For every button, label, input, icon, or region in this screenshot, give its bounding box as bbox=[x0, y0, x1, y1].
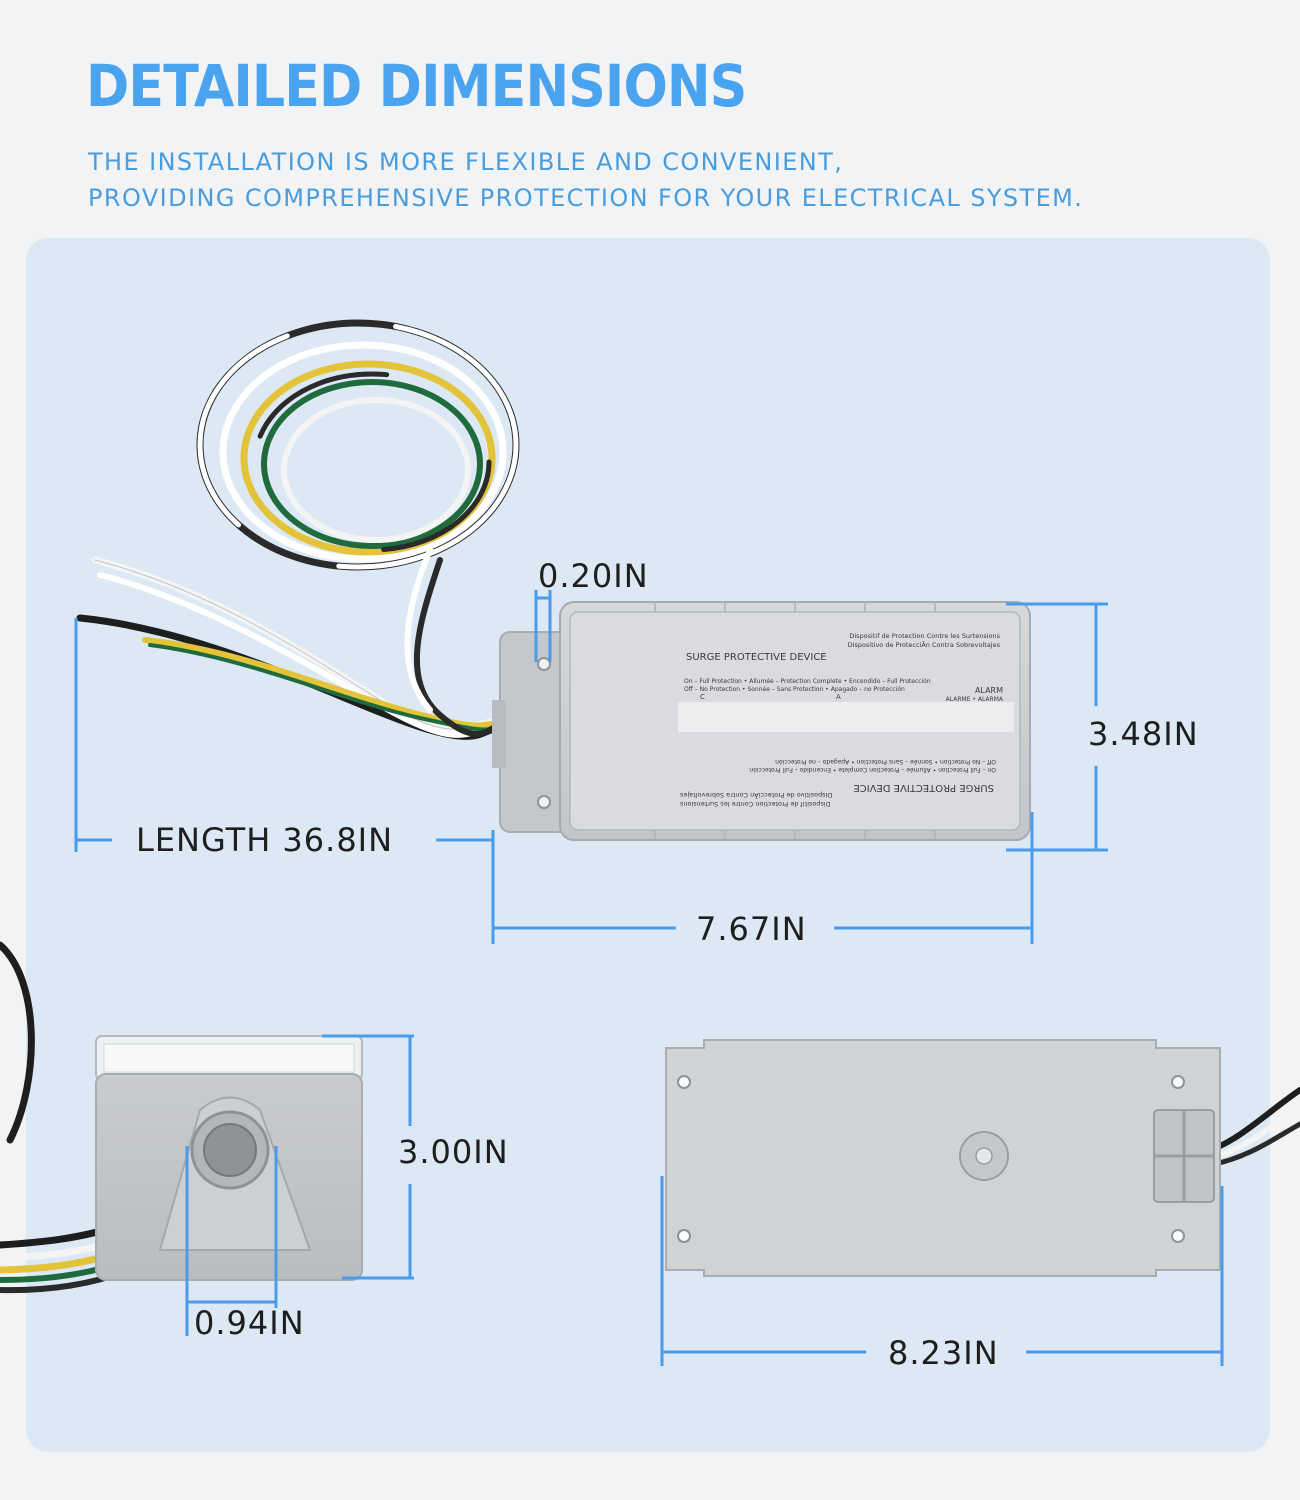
wire-coil bbox=[196, 319, 520, 571]
device-alarm: ALARM bbox=[975, 686, 1003, 695]
device-spanish-name-inverted: Dispositivo de ProtecciÃn Contra Sobrevo… bbox=[679, 791, 832, 800]
device-title: SURGE PROTECTIVE DEVICE bbox=[686, 652, 827, 663]
conduit-width-label: 0.94IN bbox=[194, 1304, 305, 1342]
body-height-label: 3.48IN bbox=[1088, 715, 1199, 753]
surge-device-top: SURGE PROTECTIVE DEVICE Dispositif de Pr… bbox=[492, 601, 1031, 841]
device-status-off-inverted: Off – No Protection • Sonnée – Sans Prot… bbox=[775, 758, 996, 765]
subtitle-line-2: PROVIDING COMPREHENSIVE PROTECTION FOR Y… bbox=[88, 184, 1084, 212]
device-phase-a: A bbox=[836, 693, 841, 701]
side-height-dimension bbox=[322, 1034, 414, 1280]
mount-tab-label: 0.20IN bbox=[538, 557, 649, 595]
device-title-inverted: SURGE PROTECTIVE DEVICE bbox=[853, 782, 994, 793]
cable-length-dimension bbox=[74, 618, 492, 852]
surge-device-back bbox=[665, 1039, 1221, 1277]
subtitle-line-1: THE INSTALLATION IS MORE FLEXIBLE AND CO… bbox=[88, 148, 844, 176]
body-length-label: 7.67IN bbox=[696, 910, 807, 948]
body-length-dimension bbox=[491, 812, 1034, 944]
device-status-on-inverted: On – Full Protection • Allumée – Protect… bbox=[749, 766, 996, 773]
conduit-width-dimension bbox=[185, 1146, 278, 1336]
body-height-dimension bbox=[1006, 602, 1108, 852]
device-french-name: Dispositif de Protection Contre les Surt… bbox=[849, 632, 1000, 640]
device-status-off: Off – No Protection • Sonnée – Sans Prot… bbox=[684, 686, 905, 693]
cable-length-label: LENGTH 36.8IN bbox=[136, 821, 394, 859]
device-spanish-name: Dispositivo de ProtecciÃn Contra Sobrevo… bbox=[848, 640, 1001, 649]
plate-length-label: 8.23IN bbox=[888, 1334, 999, 1372]
dimension-lines bbox=[74, 590, 1224, 1366]
device-alarm-translations: ALARME • ALARMA bbox=[946, 696, 1004, 703]
plate-length-dimension bbox=[660, 1176, 1224, 1366]
wire-leads bbox=[76, 547, 502, 740]
mount-tab-dimension bbox=[534, 590, 552, 662]
side-height-label: 3.00IN bbox=[398, 1133, 509, 1171]
back-view-wires bbox=[1207, 1087, 1300, 1168]
device-phase-c: C bbox=[700, 693, 705, 701]
surge-device-side bbox=[95, 1035, 363, 1281]
page-title: DETAILED DIMENSIONS bbox=[86, 52, 747, 120]
device-status-on: On – Full Protection • Allumée – Protect… bbox=[684, 678, 931, 685]
device-french-name-inverted: Dispositif de Protection Contre les Surt… bbox=[679, 800, 830, 808]
